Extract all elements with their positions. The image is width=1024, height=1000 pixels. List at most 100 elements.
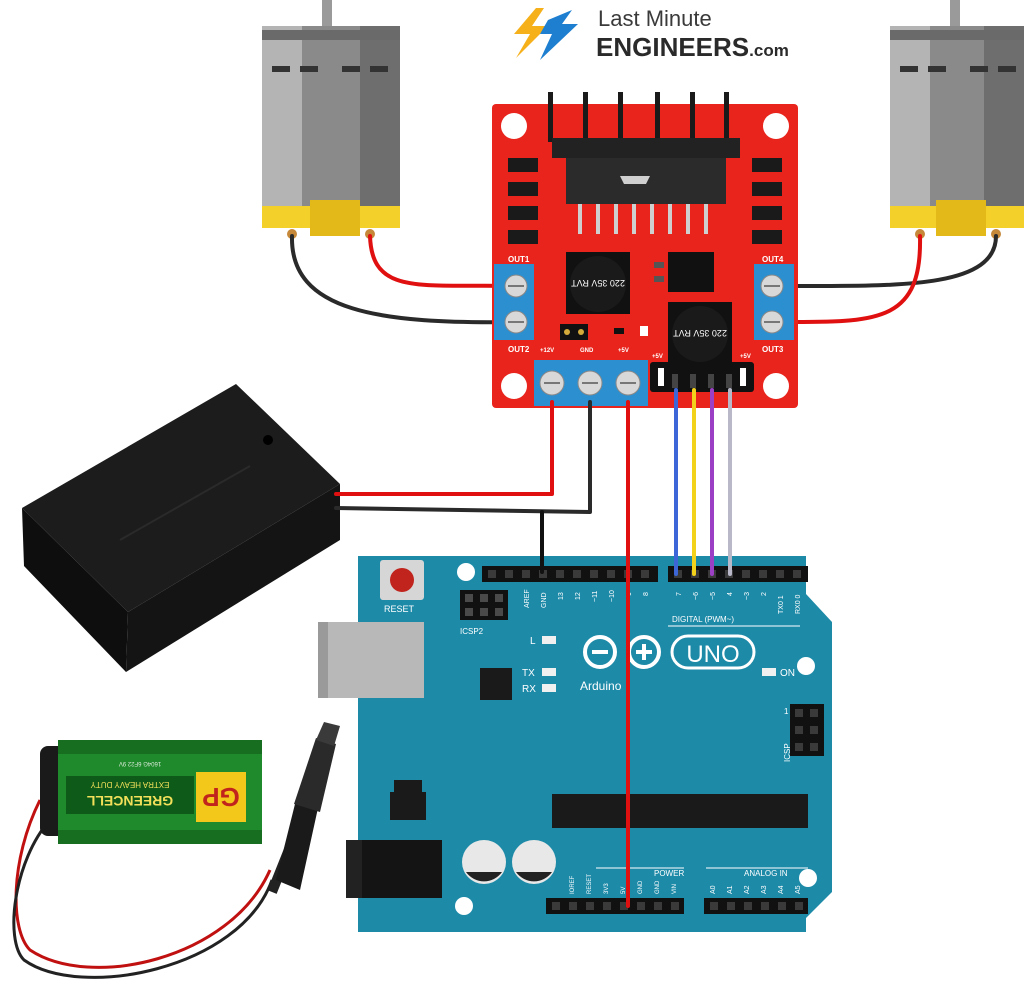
battery-brand-badge (196, 772, 246, 822)
battery-brand: GP (202, 782, 240, 812)
terminal-out3-out4 (754, 264, 794, 340)
pin-label-3: ~3 (744, 592, 751, 600)
pin-label-reset: RESET (587, 874, 593, 894)
pin-label-13: 13 (558, 592, 565, 600)
left-motor-shaft (322, 0, 332, 30)
label-en-5v-left: +5V (652, 354, 663, 360)
logo-line1: Last Minute (598, 6, 712, 31)
battery-holder-top (22, 384, 340, 612)
right-motor-black-wire (792, 234, 998, 289)
icsp2-label: ICSP2 (460, 627, 484, 636)
left-motor-black-wire (289, 234, 518, 325)
right-motor (890, 0, 1024, 239)
jumper-12v (560, 324, 588, 340)
pin-label-12: 12 (575, 592, 582, 600)
power-led (614, 328, 624, 334)
label-out4: OUT4 (762, 255, 784, 264)
analog-in-label: ANALOG IN (744, 869, 788, 878)
pin-label-10: ~10 (609, 590, 616, 602)
logo: Last Minute ENGINEERS.com (514, 6, 789, 62)
arduino-mount-hole-4 (799, 869, 817, 887)
power-label: POWER (654, 869, 684, 878)
pin-label-vin: VIN (672, 884, 678, 894)
dc-plug-body (294, 738, 336, 812)
battery-label-band (66, 776, 194, 814)
pin-label-a1: A1 (727, 885, 734, 894)
motor-wires (289, 234, 998, 325)
digital-pwm-label: DIGITAL (PWM~) (672, 615, 734, 624)
motor-driver-board: 220 35V RVT 220 35V RVT (492, 92, 798, 408)
battery-line3: 1604G 6F22 9V (119, 760, 161, 766)
arduino-mount-hole-3 (797, 657, 815, 675)
left-motor-red-wire (368, 234, 518, 288)
label-out1: OUT1 (508, 255, 530, 264)
pin-label-3v3: 3V3 (604, 883, 610, 894)
smd-resistor-1 (654, 262, 664, 268)
input-header (650, 362, 754, 392)
dc-power-jack (346, 840, 442, 898)
pin-label-8: 8 (643, 592, 650, 596)
capacitor-right-label: 220 35V RVT (673, 328, 727, 338)
icsp-header: 1 ICSP (783, 704, 824, 762)
pin-label-5v: 5V (621, 887, 627, 894)
dc-plug-tip (316, 722, 340, 746)
smd-resistor-2 (654, 276, 664, 282)
mount-hole-bl (501, 373, 527, 399)
dc-barrel-plug (267, 722, 340, 894)
driver-ic-pins (578, 204, 708, 234)
reset-button[interactable] (380, 560, 424, 600)
control-wires (334, 388, 732, 908)
led-tx-label: TX (522, 668, 535, 679)
led-rx: RX (522, 684, 556, 695)
reset-label: RESET (384, 604, 415, 614)
voltage-regulator-arduino (390, 780, 426, 820)
diodes-left (508, 158, 538, 244)
pin-label-tx: TX0 1 (778, 595, 785, 614)
pin-label-a4: A4 (778, 885, 785, 894)
dc-plug-strain-relief (276, 800, 318, 890)
label-en-5v-right: +5V (740, 354, 751, 360)
right-motor-red-wire (792, 234, 923, 324)
battery-clip-wire-red (14, 799, 272, 969)
label-12v: +12V (540, 348, 554, 354)
led-l: L (530, 636, 556, 647)
uno-badge (670, 634, 756, 670)
arduino-uno: RESET ICSP2 AREF GND 13 12 ~11 ~ (318, 556, 832, 932)
led-on: ON (762, 668, 795, 679)
left-motor-terminal-b (365, 229, 375, 239)
label-out2: OUT2 (508, 345, 530, 354)
led-l-label: L (530, 636, 536, 647)
pin-label-11: ~11 (592, 591, 599, 602)
pin-label-a2: A2 (744, 885, 751, 894)
icsp-one-label: 1 (784, 707, 789, 716)
heatsink (548, 92, 740, 204)
pin-label-a5: A5 (795, 885, 802, 894)
battery-line2: EXTRA HEAVY DUTY (90, 780, 170, 789)
left-motor (262, 0, 400, 239)
pin-label-gnd: GND (541, 592, 548, 608)
mount-hole-tr (763, 113, 789, 139)
analog-header (704, 898, 808, 914)
arduino-brand: Arduino (580, 679, 622, 693)
driver-labels: OUT1 OUT2 OUT4 OUT3 +12V GND +5V +5V +5V (508, 255, 784, 360)
battery-line1: GREENCELL (86, 793, 173, 809)
pin-label-gnd1: GND (638, 880, 644, 894)
arduino-capacitors (462, 840, 556, 884)
battery-holder-side (126, 484, 340, 672)
right-motor-vents (900, 66, 1016, 72)
arduino-mount-hole-1 (457, 563, 475, 581)
atmega-chip (552, 794, 808, 828)
left-motor-vents (272, 66, 388, 72)
usb-port (318, 622, 424, 698)
pin-label-rx: RX0 0 (795, 594, 802, 614)
arduino-logo: UNO Arduino (580, 634, 756, 693)
pin-label-5: ~5 (710, 592, 717, 600)
battery-holder (22, 384, 340, 672)
lightning-bolt-icon (514, 8, 578, 60)
capacitor-left-label: 220 35V RVT (571, 278, 625, 288)
led-rx-label: RX (522, 684, 536, 695)
battery-black-wire (334, 400, 592, 514)
pin-label-a0: A0 (710, 885, 717, 894)
logo-suffix: .com (749, 41, 789, 60)
